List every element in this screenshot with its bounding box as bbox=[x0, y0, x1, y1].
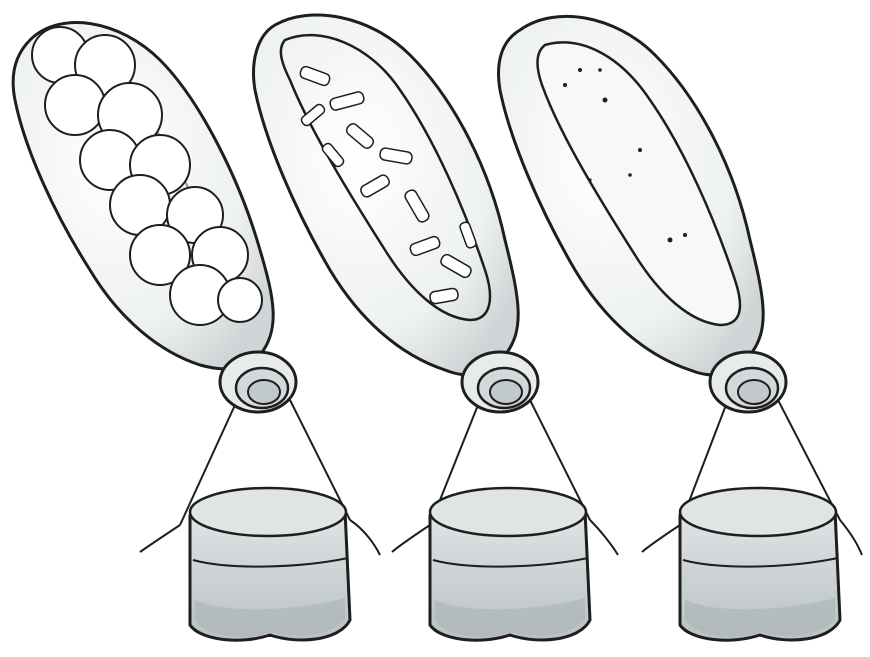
hanging-cup-icon bbox=[430, 488, 590, 640]
bottle-body bbox=[254, 15, 519, 375]
bottle-cap-icon bbox=[710, 352, 786, 412]
bottle-cap-icon bbox=[462, 352, 538, 412]
hanging-cup-icon bbox=[680, 488, 840, 640]
hanging-cup-icon bbox=[190, 488, 350, 640]
bottle-cap-icon bbox=[220, 352, 296, 412]
